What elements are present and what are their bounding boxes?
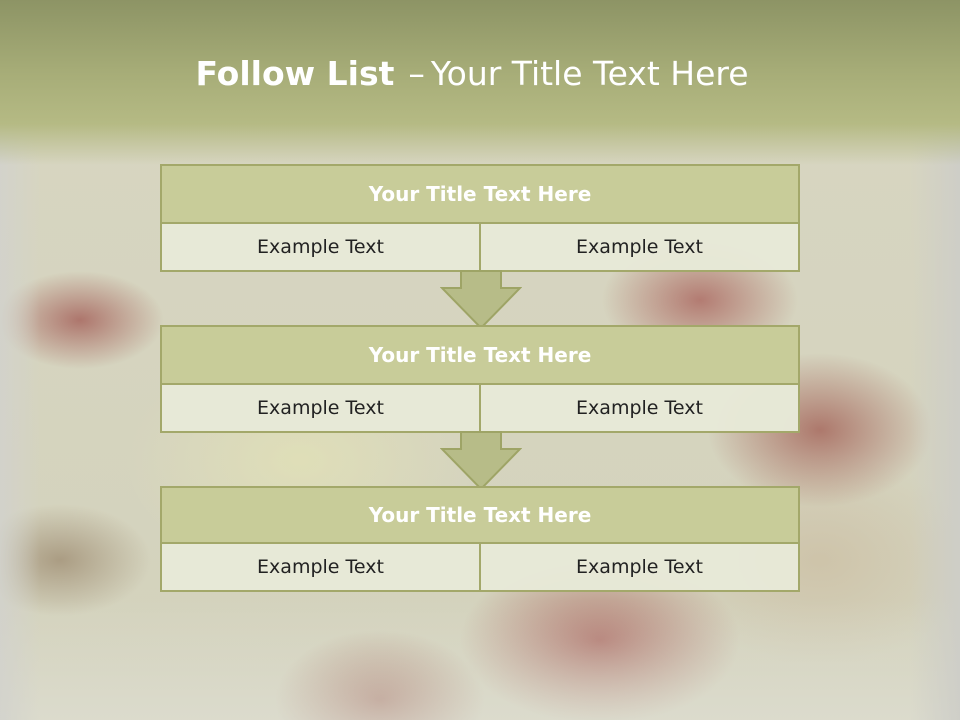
title-band [0,0,960,165]
block-cell-right: Example Text [479,544,798,590]
block-row: Example Text Example Text [162,224,798,270]
slide-title: Follow List–Your Title Text Here [0,54,944,93]
list-block-1: Your Title Text Here Example Text Exampl… [160,164,800,272]
block-row: Example Text Example Text [162,544,798,590]
block-row: Example Text Example Text [162,385,798,431]
block-title: Your Title Text Here [162,488,798,544]
slide-title-rest: Your Title Text Here [430,54,749,93]
block-title: Your Title Text Here [162,327,798,385]
down-arrow-icon [440,431,522,491]
block-cell-right: Example Text [479,385,798,431]
block-title: Your Title Text Here [162,166,798,224]
slide-title-dash: – [408,54,425,93]
block-cell-right: Example Text [479,224,798,270]
list-block-3: Your Title Text Here Example Text Exampl… [160,486,800,592]
down-arrow-icon [440,270,522,330]
block-cell-left: Example Text [162,385,479,431]
list-block-2: Your Title Text Here Example Text Exampl… [160,325,800,433]
block-cell-left: Example Text [162,544,479,590]
slide-title-bold: Follow List [195,54,395,93]
block-cell-left: Example Text [162,224,479,270]
